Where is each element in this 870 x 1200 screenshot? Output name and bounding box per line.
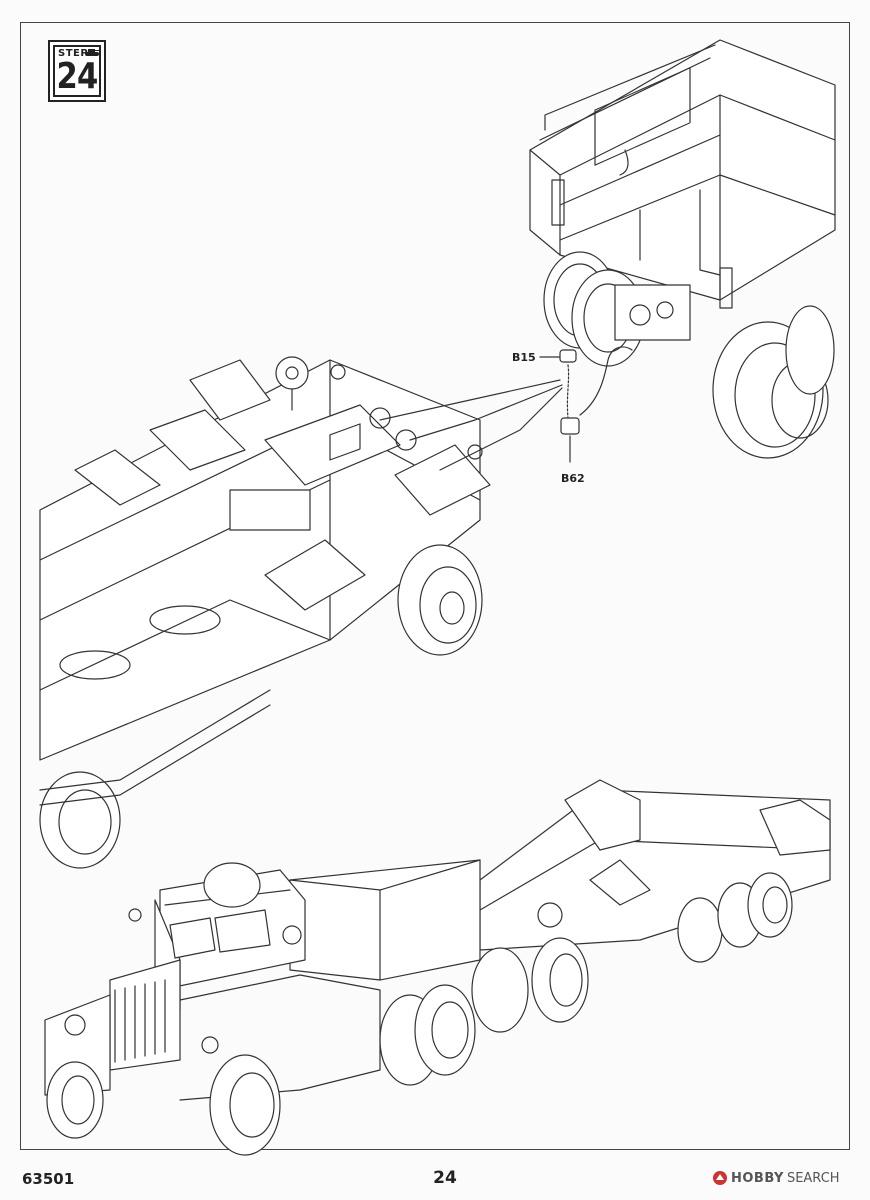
page-number: 24 [433,1168,457,1188]
tank-icon [85,49,100,56]
step-badge: STEP 24 [48,40,106,102]
truck-wheels-top [543,251,835,459]
part-callout-b15: B15 [512,351,536,364]
hitch-parts [539,346,633,463]
step-label: STEP [58,48,89,59]
cargo-truck-rear [529,39,836,309]
watermark-brand: HOBBY [731,1170,784,1186]
watermark: HOBBY SEARCH [712,1170,840,1186]
model-code: 63501 [22,1170,75,1188]
page-frame [20,22,850,1150]
step-number: 24 [56,56,99,97]
hobby-search-logo-icon [713,1171,727,1185]
complete-vehicle [44,779,831,1101]
trailer-wheels-middle [39,544,483,869]
part-callout-b62: B62 [561,472,585,485]
trailer-middle [39,356,563,761]
vehicle-wheels-bottom [46,872,793,1156]
watermark-suffix: SEARCH [786,1170,840,1186]
